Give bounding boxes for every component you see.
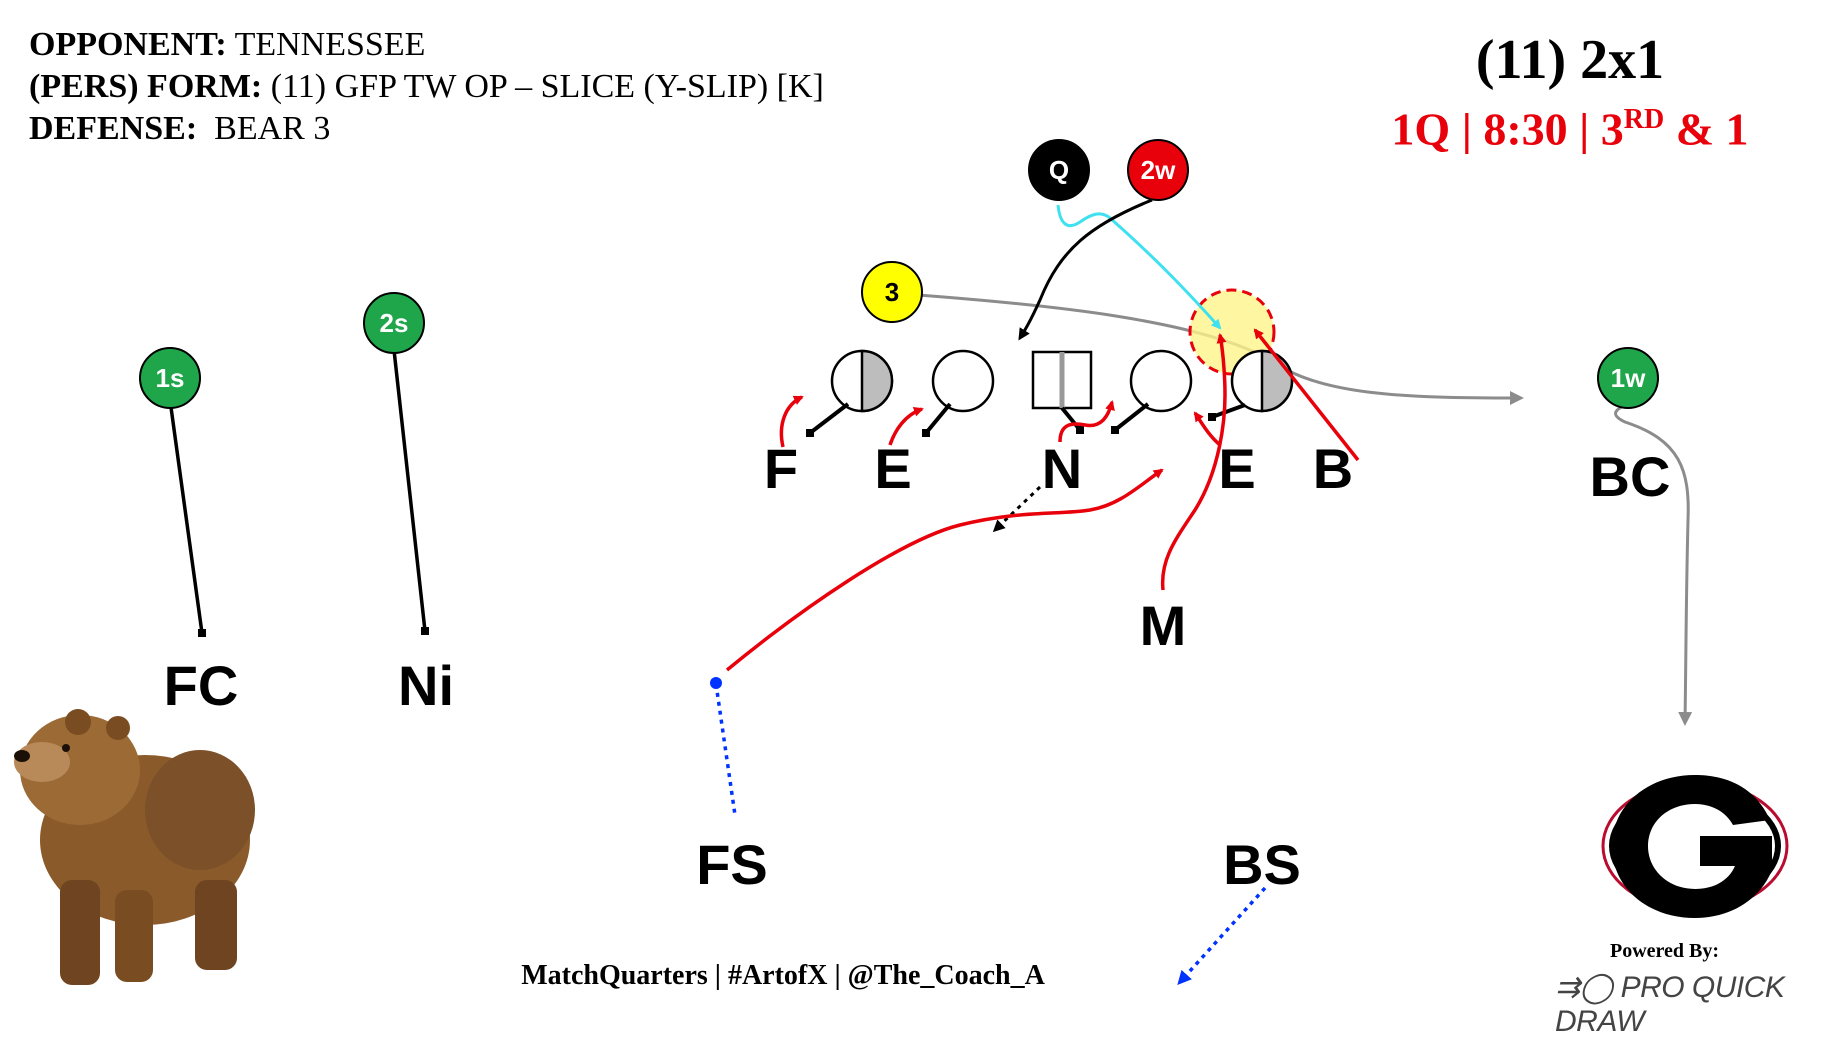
wr1s-route <box>168 399 206 637</box>
down-distance: 1Q | 8:30 | 3RD & 1 <box>1391 103 1749 155</box>
player-3: 3 <box>861 261 923 323</box>
footer-credit: MatchQuarters | #ArtofX | @The_Coach_A <box>521 960 1045 991</box>
def-fc: FC <box>164 654 239 717</box>
def-bc: BC <box>1590 445 1671 508</box>
qb-path <box>1056 204 1222 330</box>
def-n: N <box>1042 437 1082 500</box>
offensive-line <box>830 349 1294 413</box>
formation-title: (11) 2x1 <box>1475 29 1665 91</box>
def-ni: Ni <box>398 654 454 717</box>
def-m: M <box>1140 594 1187 657</box>
defense-line: DEFENSE: BEAR 3 <box>29 110 331 147</box>
opponent-line: OPPONENT: TENNESSEE <box>29 26 426 63</box>
player-q: Q <box>1028 139 1090 201</box>
svg-text:1s: 1s <box>156 363 185 393</box>
play-header: OPPONENT: TENNESSEE (PERS) FORM: (11) GF… <box>29 24 824 150</box>
def-b: B <box>1313 437 1353 500</box>
left-tackle-shade <box>860 349 894 413</box>
wr2s-route <box>392 349 429 635</box>
formation-line: (PERS) FORM: (11) GFP TW OP – SLICE (Y-S… <box>29 68 824 105</box>
svg-text:2w: 2w <box>1141 155 1176 185</box>
svg-text:3: 3 <box>885 277 899 307</box>
def-e-right: E <box>1218 437 1255 500</box>
fs-path <box>714 683 737 816</box>
player-2s: 2s <box>363 292 425 354</box>
bear-icon <box>14 709 255 985</box>
wr1-route <box>1614 403 1693 726</box>
def-bs: BS <box>1223 833 1301 896</box>
player-1s: 1s <box>139 347 201 409</box>
svg-text:1w: 1w <box>1611 363 1646 393</box>
def-f: F <box>764 437 798 500</box>
play-diagram: Q 2w 3 1s 2s 1w F E N E B BC M FC Ni FS … <box>14 139 1789 985</box>
bs-path <box>1177 886 1267 985</box>
player-1w: 1w <box>1597 347 1659 409</box>
blocks <box>806 402 1246 437</box>
center-dotted-path <box>992 485 1042 533</box>
fs-dot <box>710 677 722 689</box>
powered-by: Powered By: <box>1610 940 1720 962</box>
pro-quick-draw-brand: ⇉◯ PRO QUICK DRAW <box>1555 971 1785 1038</box>
dl-movements <box>725 328 1360 672</box>
situation-title: (11) 2x1 1Q | 8:30 | 3RD & 1 <box>1350 28 1790 157</box>
def-fs: FS <box>696 833 768 896</box>
pqd-icon: ⇉◯ <box>1555 971 1613 1004</box>
left-guard <box>931 349 995 413</box>
georgia-g-icon <box>1601 775 1789 918</box>
right-guard <box>1129 349 1193 413</box>
player-2w: 2w <box>1127 139 1189 201</box>
svg-text:Q: Q <box>1049 155 1069 185</box>
svg-text:2s: 2s <box>380 308 409 338</box>
back-path <box>1018 198 1153 341</box>
def-e-left: E <box>874 437 911 500</box>
